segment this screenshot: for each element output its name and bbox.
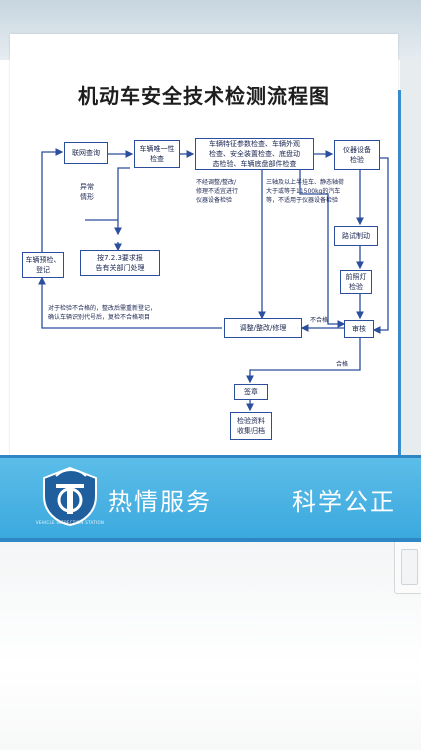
banner-stripe xyxy=(0,455,421,459)
node-sign: 签章 xyxy=(234,384,268,400)
arrow-unique-to-abnormal xyxy=(85,167,130,234)
logo-caption: VEHICLE INSPECTION STATION xyxy=(35,520,105,525)
frame-edge xyxy=(398,90,401,460)
node-instrument-check: 仪器设备 检验 xyxy=(334,140,380,170)
node-pre-check-register: 车辆预检、 登记 xyxy=(22,252,64,278)
slogan-right: 科学公正 xyxy=(292,488,396,516)
banner-bottom-stripe xyxy=(0,538,421,542)
arrow-adjust-to-precheck xyxy=(38,276,222,329)
slogan-left: 热情服务 xyxy=(108,488,212,516)
node-network-query: 联网查询 xyxy=(64,142,108,164)
page-title: 机动车安全技术检测流程图 xyxy=(78,84,330,108)
flowchart-poster: 机动车安全技术检测流程图 联网查询 车辆唯一性 检查 车辆特征参数检查、车辆外观… xyxy=(10,34,398,464)
node-feature-check: 车辆特征参数检查、车辆外观 检查、安全装置检查、底盘动 态检验、车辆底盘部件检查 xyxy=(195,138,314,170)
wall-socket xyxy=(394,540,421,594)
note-reregister: 对于检验不合格的，整改后需重新登记， 确认车辆识别代号后，复检不合格项目 xyxy=(48,305,157,321)
node-road-brake: 路试制动 xyxy=(334,226,378,246)
arrow-instrument-side xyxy=(372,157,389,334)
node-headlight-check: 前照灯 检验 xyxy=(340,270,372,294)
wall-background-bottom xyxy=(0,540,421,750)
arrow-precheck-to-query xyxy=(41,148,64,252)
node-archive: 检验资料 收集归档 xyxy=(230,412,272,440)
arrow-review-to-sign xyxy=(246,338,361,384)
socket-plate xyxy=(401,549,418,585)
node-vehicle-unique-check: 车辆唯一性 检查 xyxy=(134,140,180,168)
node-report: 按7.2.3要求报 告有关部门处理 xyxy=(80,250,160,276)
note-not-adjusted: 不经调整/整改/ 修理不适宜进行 仪器设备检验 xyxy=(196,179,239,204)
shield-icon xyxy=(43,466,97,526)
node-abnormal: 异常 情形 xyxy=(80,183,94,201)
arrow-feature-to-review xyxy=(299,168,346,328)
node-adjust-repair: 调整/整改/修理 xyxy=(224,318,302,338)
wall-background-right xyxy=(400,60,421,540)
note-tractor-exemption: 三轴及以上半挂车、静态轴荷 大于或等于11500kg的汽车 等，不适用于仪器设备… xyxy=(266,179,345,204)
flow-arrows xyxy=(38,148,389,412)
label-qualified: 合格 xyxy=(336,361,349,368)
node-review: 审核 xyxy=(344,320,374,338)
label-unqualified: 不合格 xyxy=(310,317,329,324)
